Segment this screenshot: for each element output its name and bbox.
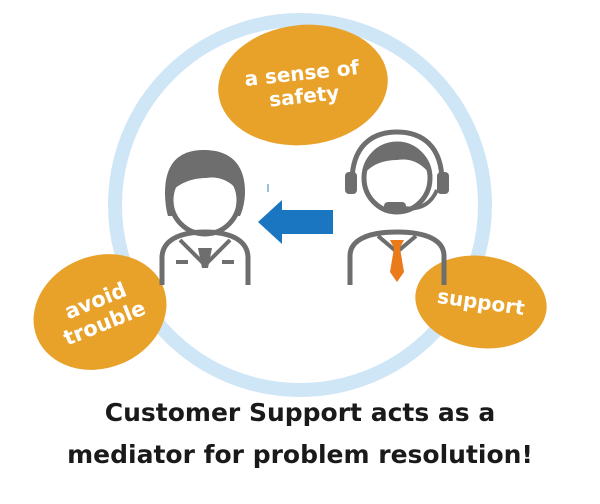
caption-line-1: Customer Support acts as a <box>104 398 496 427</box>
bubble-support-label: support <box>435 283 527 320</box>
caption-line-2: mediator for problem resolution! <box>67 440 533 469</box>
bubble-safety: a sense of safety <box>212 15 394 154</box>
bubble-safety-shape <box>218 24 388 146</box>
bubble-support: support <box>410 247 552 356</box>
customer-icon <box>159 150 251 285</box>
arrow-left-icon <box>258 184 333 244</box>
ring <box>108 13 492 397</box>
bubble-avoid-shape <box>33 254 167 370</box>
support-agent-icon <box>345 129 449 285</box>
bubble-avoid-label: avoid trouble <box>60 277 149 351</box>
caption: Customer Support acts as a mediator for … <box>20 392 580 476</box>
bubble-support-shape <box>415 255 547 349</box>
bubble-safety-label: a sense of safety <box>243 55 361 112</box>
